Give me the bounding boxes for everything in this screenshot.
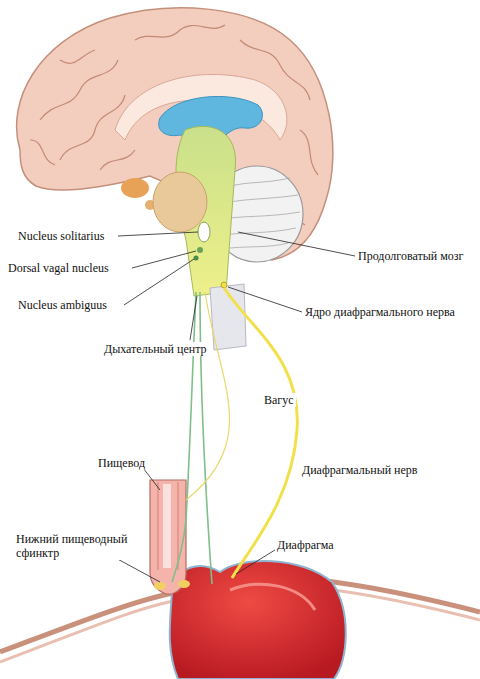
leader-lines (112, 232, 355, 582)
part-label: Nucleus ambiguus (16, 298, 109, 312)
vagus-nerve (200, 292, 212, 584)
part-label: Нижний пищеводный сфинктр (14, 532, 138, 560)
esophagus (150, 480, 186, 594)
part-label: Диафрагма (275, 538, 336, 552)
vagus-nerve (186, 292, 229, 500)
part-label: Пищевод (96, 456, 147, 470)
part-label: Дыхательный центр (102, 342, 209, 356)
part-label: Диафрагмальный нерв (300, 463, 420, 477)
part-label: Вагус (262, 393, 296, 407)
part-label: Nucleus solitarius (16, 229, 106, 243)
esophagus-highlight (163, 484, 171, 568)
nucleus (197, 247, 203, 253)
sphincter (178, 580, 190, 588)
nucleus (194, 256, 199, 261)
nucleus (221, 282, 227, 288)
esophagus-lumen (158, 482, 178, 570)
stomach (170, 561, 346, 679)
sphincter (154, 582, 166, 590)
nucleus (198, 222, 210, 242)
phrenic-nerve (224, 288, 297, 578)
vagus-nerve (172, 292, 196, 582)
hypothalamus (121, 178, 149, 198)
stomach-highlight (230, 584, 315, 610)
part-label: Dorsal vagal nucleus (6, 261, 111, 275)
part-label: Ядро диафрагмального нерва (303, 305, 457, 319)
part-label: Продолговатый мозг (356, 249, 465, 263)
pons (153, 172, 207, 232)
